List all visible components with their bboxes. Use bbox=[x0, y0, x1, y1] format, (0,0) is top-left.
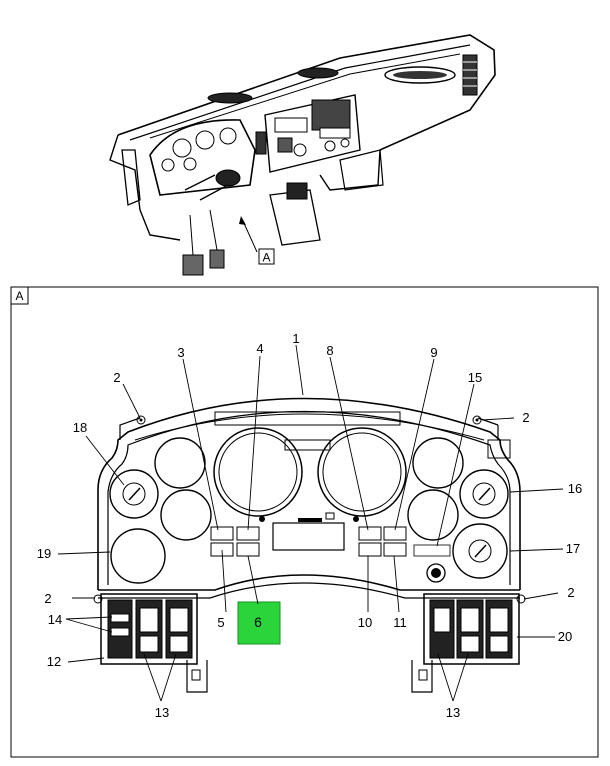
callout-2-top-right: 2 bbox=[522, 410, 529, 425]
callout-8: 8 bbox=[326, 343, 333, 358]
callout-16: 16 bbox=[568, 481, 582, 496]
callout-17: 17 bbox=[566, 541, 580, 556]
left-switch-bank bbox=[100, 593, 208, 693]
right-switch-bank bbox=[411, 593, 520, 693]
callout-12: 12 bbox=[47, 654, 61, 669]
callout-9: 9 bbox=[430, 345, 437, 360]
leader-lines bbox=[57, 344, 564, 702]
callout-14: 14 bbox=[48, 612, 62, 627]
callout-1: 1 bbox=[292, 331, 299, 346]
callout-2-bottom-left: 2 bbox=[44, 591, 51, 606]
callout-20: 20 bbox=[558, 629, 572, 644]
callout-13-right: 13 bbox=[446, 705, 460, 720]
callout-2-bottom-right: 2 bbox=[567, 585, 574, 600]
callout-5: 5 bbox=[217, 615, 224, 630]
callout-15: 15 bbox=[468, 370, 482, 385]
callout-6: 6 bbox=[254, 614, 262, 630]
callout-19: 19 bbox=[37, 546, 51, 561]
callout-3: 3 bbox=[177, 345, 184, 360]
callout-4: 4 bbox=[256, 341, 263, 356]
callout-2-top-left: 2 bbox=[113, 370, 120, 385]
view-label-top: A bbox=[262, 251, 270, 265]
callout-18: 18 bbox=[73, 420, 87, 435]
callout-10: 10 bbox=[358, 615, 372, 630]
detail-view-a: A bbox=[10, 286, 599, 758]
view-label-detail: A bbox=[15, 289, 23, 303]
view-a-pointer: A bbox=[239, 216, 275, 265]
highlight-box bbox=[237, 601, 281, 645]
callout-labels: 6 1 2 2 2 2 3 4 5 8 9 10 11 12 13 13 14 … bbox=[37, 331, 582, 720]
instrument-cluster bbox=[93, 397, 526, 604]
dashboard-overview bbox=[109, 34, 496, 276]
callout-13-left: 13 bbox=[155, 705, 169, 720]
callout-11: 11 bbox=[393, 615, 407, 630]
